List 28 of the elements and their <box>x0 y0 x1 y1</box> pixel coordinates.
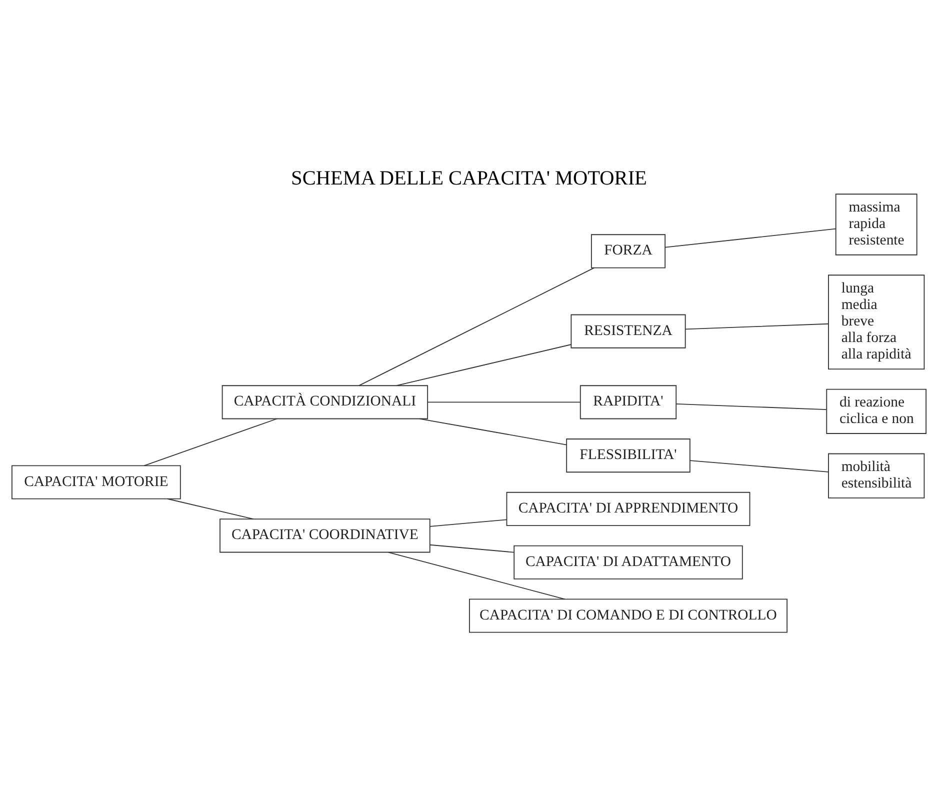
connector <box>167 498 254 520</box>
node-box: mobilità estensibilità <box>828 453 925 498</box>
node-box: CAPACITA' DI COMANDO E DI CONTROLLO <box>469 598 788 633</box>
connector <box>396 344 572 386</box>
diagram-title: SCHEMA DELLE CAPACITA' MOTORIE <box>291 168 647 190</box>
connector <box>690 460 829 472</box>
node-box: CAPACITA' DI APPRENDIMENTO <box>506 492 750 526</box>
connector <box>144 418 278 466</box>
connector <box>684 323 829 330</box>
node-box: CAPACITA' MOTORIE <box>11 465 181 500</box>
node-box: di reazione ciclica e non <box>826 388 926 434</box>
node-box: massima rapida resistente <box>835 194 918 256</box>
connector <box>430 544 514 553</box>
connector <box>358 267 595 386</box>
node-box: FORZA <box>590 234 666 268</box>
node-box: FLESSIBILITA' <box>566 438 690 473</box>
connector <box>430 519 508 527</box>
node-box: CAPACITA' DI ADATTAMENTO <box>514 545 743 580</box>
connector <box>676 404 827 410</box>
connector <box>388 552 566 600</box>
node-box: RESISTENZA <box>570 314 686 348</box>
node-box: CAPACITÀ CONDIZIONALI <box>222 385 428 420</box>
node-box: CAPACITA' COORDINATIVE <box>220 518 430 553</box>
node-box: RAPIDITA' <box>580 385 677 420</box>
connector <box>419 418 567 446</box>
node-box: lunga media breve alla forza alla rapidità <box>828 274 925 370</box>
connector <box>427 402 581 403</box>
connector <box>664 228 836 248</box>
